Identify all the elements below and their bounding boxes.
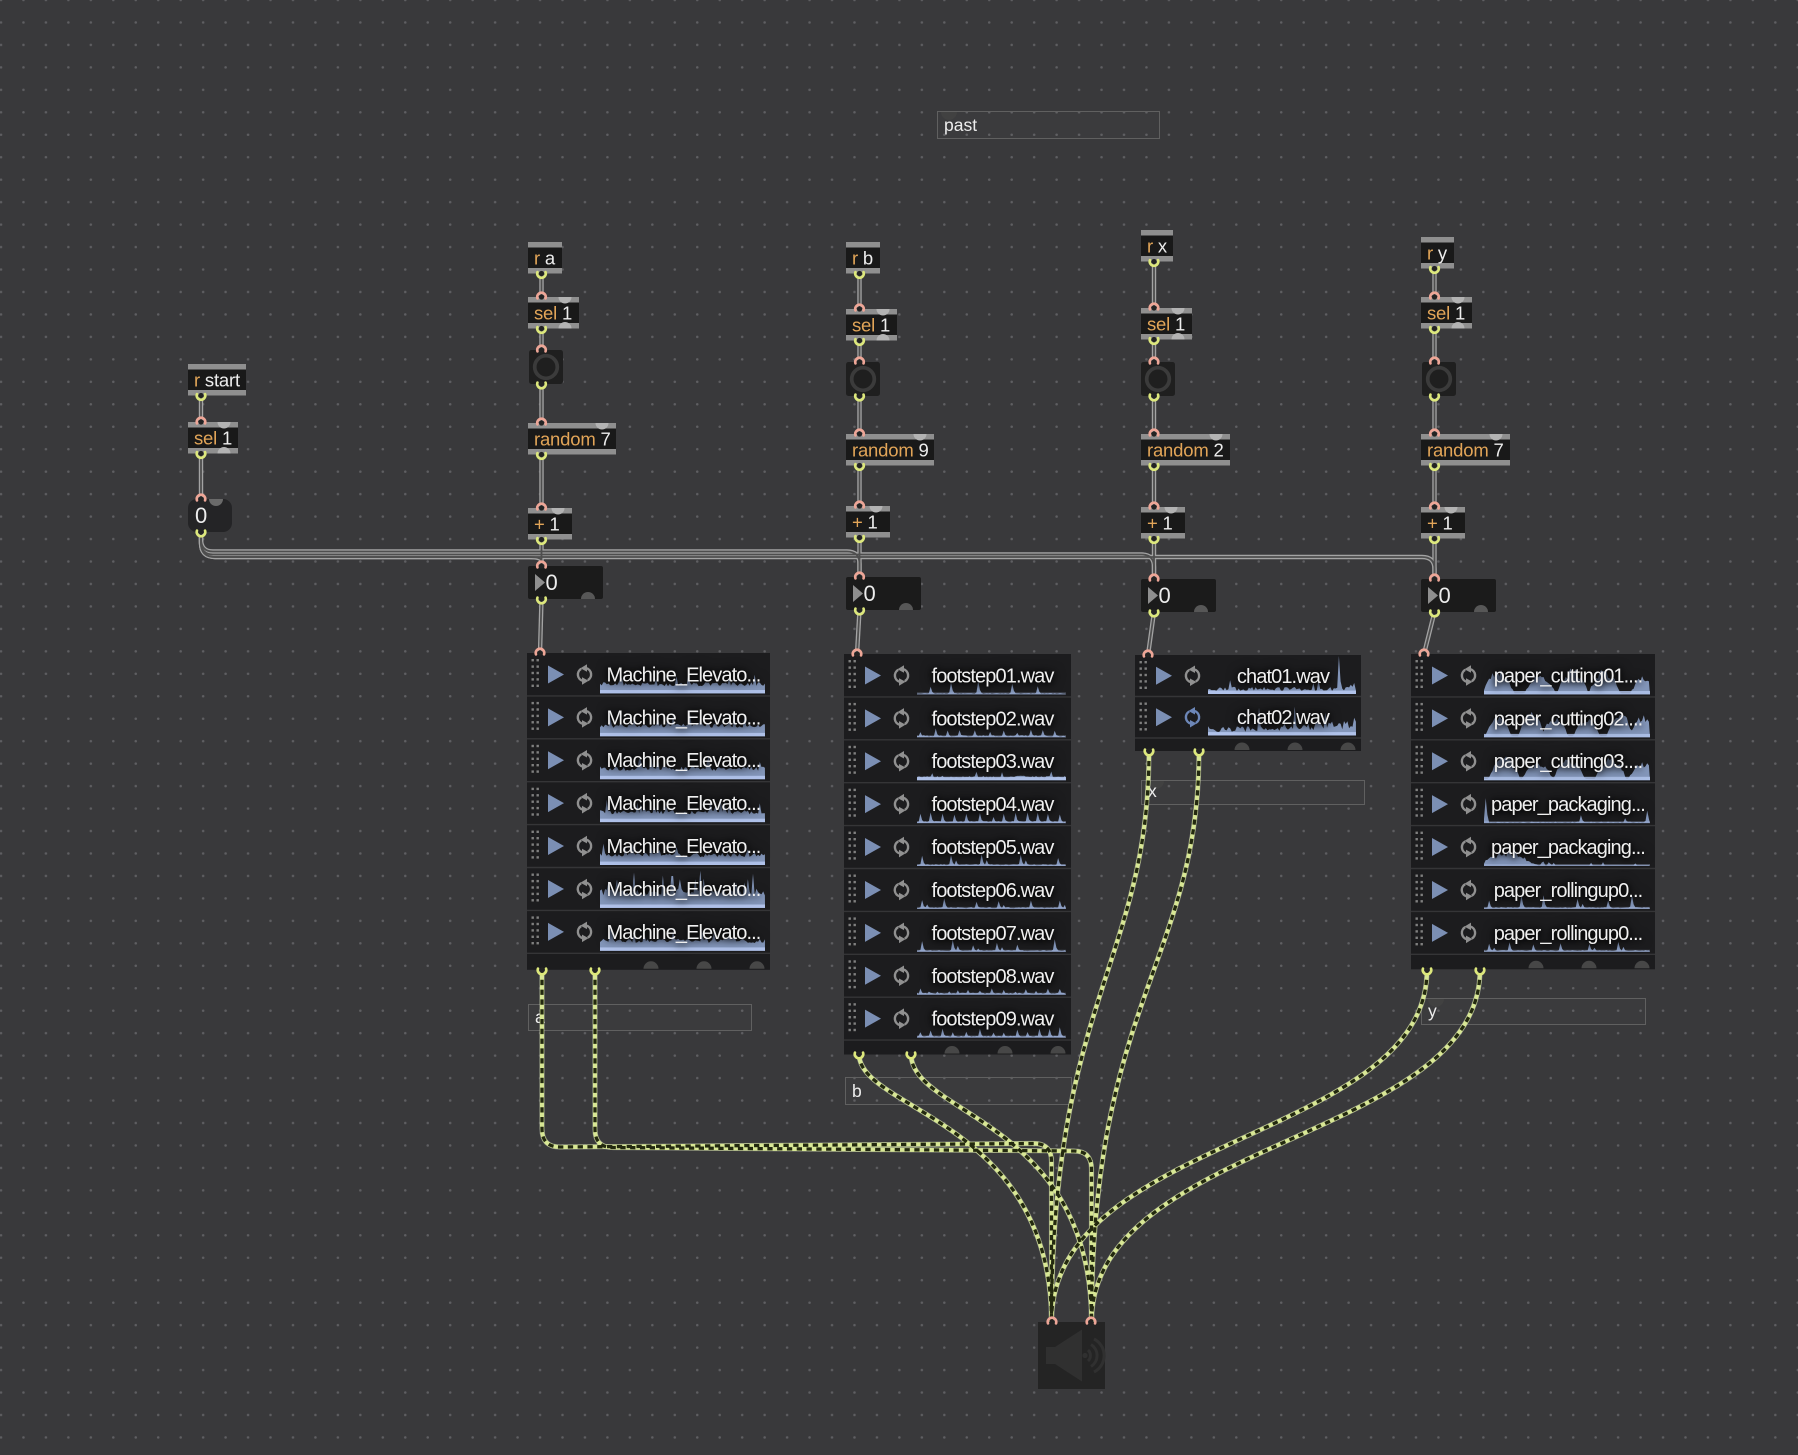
svg-text:footstep06.wav: footstep06.wav — [932, 880, 1055, 902]
svg-text:paper_cutting03....: paper_cutting03.... — [1494, 751, 1643, 773]
svg-text:+ 1: + 1 — [534, 513, 560, 534]
svg-text:paper_packaging...: paper_packaging... — [1491, 794, 1645, 816]
svg-text:chat02.wav: chat02.wav — [1237, 707, 1330, 729]
svg-text:Machine_Elevato...: Machine_Elevato... — [607, 793, 761, 815]
svg-text:0: 0 — [195, 503, 207, 528]
svg-text:sel 1: sel 1 — [194, 427, 232, 448]
svg-text:0: 0 — [546, 570, 558, 595]
svg-text:past: past — [944, 115, 977, 135]
svg-text:sel 1: sel 1 — [852, 314, 890, 335]
svg-text:r b: r b — [852, 247, 873, 268]
svg-text:footstep05.wav: footstep05.wav — [932, 837, 1055, 859]
svg-text:r y: r y — [1427, 242, 1448, 263]
svg-text:r a: r a — [534, 247, 556, 268]
svg-text:random 7: random 7 — [1427, 439, 1504, 460]
svg-text:r start: r start — [194, 369, 240, 390]
svg-text:random 2: random 2 — [1147, 439, 1224, 460]
svg-text:0: 0 — [1439, 583, 1451, 608]
svg-text:Machine_Elevato...: Machine_Elevato... — [607, 665, 761, 687]
svg-text:footstep02.wav: footstep02.wav — [932, 708, 1055, 730]
svg-text:sel 1: sel 1 — [1147, 313, 1185, 334]
svg-text:chat01.wav: chat01.wav — [1237, 666, 1330, 688]
svg-text:paper_cutting01....: paper_cutting01.... — [1494, 666, 1643, 688]
svg-text:footstep07.wav: footstep07.wav — [932, 923, 1055, 945]
svg-text:+ 1: + 1 — [1427, 512, 1453, 533]
svg-text:Machine_Elevato...: Machine_Elevato... — [607, 707, 761, 729]
svg-text:random 9: random 9 — [852, 439, 929, 460]
svg-text:y: y — [1428, 1001, 1437, 1021]
svg-text:footstep01.wav: footstep01.wav — [932, 666, 1055, 688]
svg-text:b: b — [852, 1081, 862, 1101]
svg-text:r x: r x — [1147, 235, 1168, 256]
svg-text:paper_packaging...: paper_packaging... — [1491, 837, 1645, 859]
svg-text:sel 1: sel 1 — [1427, 302, 1465, 323]
svg-text:footstep08.wav: footstep08.wav — [932, 966, 1055, 988]
svg-text:Machine_Elevato...: Machine_Elevato... — [607, 836, 761, 858]
svg-text:footstep03.wav: footstep03.wav — [932, 751, 1055, 773]
svg-text:+ 1: + 1 — [1147, 512, 1173, 533]
svg-text:paper_cutting02....: paper_cutting02.... — [1494, 708, 1643, 730]
svg-text:paper_rollingup0...: paper_rollingup0... — [1494, 880, 1643, 902]
svg-text:Machine_Elevato...: Machine_Elevato... — [607, 750, 761, 772]
svg-text:random 7: random 7 — [534, 428, 611, 449]
svg-text:+ 1: + 1 — [852, 511, 878, 532]
svg-text:paper_rollingup0...: paper_rollingup0... — [1494, 923, 1643, 945]
svg-text:sel 1: sel 1 — [534, 302, 572, 323]
svg-text:0: 0 — [1159, 583, 1171, 608]
svg-text:Machine_Elevato...: Machine_Elevato... — [607, 922, 761, 944]
svg-text:x: x — [1148, 781, 1157, 801]
svg-text:footstep09.wav: footstep09.wav — [932, 1009, 1055, 1031]
svg-text:Machine_Elevato...: Machine_Elevato... — [607, 879, 761, 901]
svg-text:0: 0 — [864, 581, 876, 606]
svg-text:footstep04.wav: footstep04.wav — [932, 794, 1055, 816]
